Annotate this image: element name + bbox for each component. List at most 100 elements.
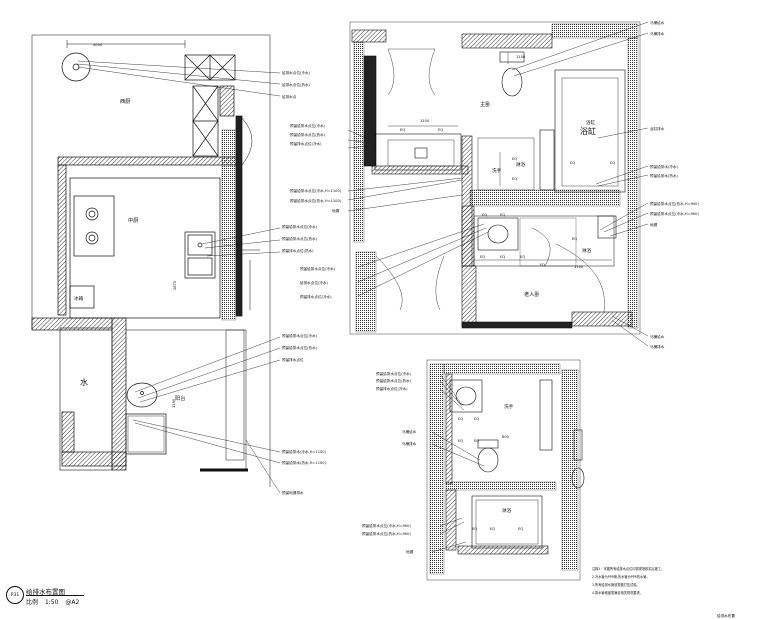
note-line: 4.排水管坡度需满足相关规范要求。 bbox=[592, 591, 643, 595]
right-plan-labels: 主卧 浴缸 浴缸 洗手 淋浴 淋浴 老人卧 1200 EQ EQ 1150 EQ… bbox=[290, 20, 699, 349]
room-bottom-shower: 淋浴 bbox=[502, 507, 512, 514]
title-block: P31 给排水布置图 比例 1:50 @A2 bbox=[6, 586, 116, 612]
dim-d8: EQ bbox=[482, 213, 487, 217]
scale-label: 比例 bbox=[26, 599, 39, 606]
sheet-size: @A2 bbox=[65, 599, 80, 606]
left-plan-labels: 4000 西厨 中厨 冰箱 阳台 水 2870 1250 给排水点位(冷水) 给… bbox=[74, 43, 327, 495]
bdim-d5: 800 bbox=[502, 435, 510, 439]
bottom-plan-leaders bbox=[431, 373, 485, 553]
page-reference: 给排水布置 bbox=[717, 614, 735, 618]
label-b8: 地漏 bbox=[406, 549, 414, 554]
label-basin3: 预留排水点位 bbox=[282, 357, 304, 362]
dim-d11: EQ bbox=[500, 255, 505, 259]
label-e3: 预留排水点位(冷水) bbox=[300, 294, 332, 299]
dim-d5: EQ bbox=[570, 161, 575, 165]
room-balcony: 阳台 bbox=[175, 394, 185, 402]
label-m2: 预留给排水点位(热水,H=1100) bbox=[290, 198, 342, 203]
drawing-title: 给排水布置图 bbox=[26, 588, 65, 596]
left-plan-leaders bbox=[77, 60, 281, 494]
room-bottom-top: 洗手 bbox=[504, 403, 514, 410]
label-b2: 预留给排水点位(热水) bbox=[376, 378, 412, 383]
label-r2: 预留给排水(热水) bbox=[650, 173, 679, 178]
label-wash1: 预留给排水(冷水,H=1100) bbox=[282, 449, 327, 454]
dim-d14: EQ bbox=[572, 237, 577, 241]
drawing-symbol: P31 bbox=[6, 586, 24, 604]
label-sink2: 预留给排水点位(热水) bbox=[282, 236, 318, 241]
label-b5: 马桶排水 bbox=[402, 441, 417, 446]
label-sink1: 预留给排水点位(冷水) bbox=[282, 224, 318, 229]
label-b1: 预留给排水点位(冷水) bbox=[376, 371, 412, 376]
dim-d10: EQ bbox=[480, 255, 485, 259]
dim-d9: EQ bbox=[500, 213, 505, 217]
bdim-d1: EQ bbox=[458, 417, 463, 421]
label-r4: 预留给排水点位(冷水,H=900) bbox=[650, 211, 699, 216]
bdim-d3: EQ bbox=[458, 439, 463, 443]
left-plan bbox=[31, 34, 271, 487]
title-underline bbox=[26, 595, 84, 596]
dim-d3: EQ bbox=[438, 128, 443, 132]
label-br2: 马桶排水 bbox=[650, 344, 665, 349]
note-line: 注释1：本图所有给排水点位均需现场核实后施工。 bbox=[592, 567, 665, 571]
label-b6: 预留给排水点位(冷水,H=900) bbox=[362, 523, 411, 528]
bdim-d7: EQ bbox=[490, 527, 495, 531]
dim-d2: EQ bbox=[400, 128, 405, 132]
room-elder: 老人卧 bbox=[524, 290, 540, 298]
room-kitchen: 中厨 bbox=[128, 216, 138, 224]
room-west-kitchen: 西厨 bbox=[120, 98, 130, 105]
label-r1: 预留给排水(冷水) bbox=[650, 164, 679, 169]
label-tub-drain: 浴缸排水 bbox=[650, 126, 665, 131]
dim-d15: 1100 bbox=[574, 265, 584, 269]
bottom-plan-labels: 洗手 淋浴 EQ EQ EQ EQ 800 EQ EQ EQ 预留给排水点位(冷… bbox=[362, 371, 523, 554]
room-master: 主卧 bbox=[480, 100, 490, 108]
label-b4: 马桶给水 bbox=[402, 429, 417, 434]
notes-block: 注释1：本图所有给排水点位均需现场核实后施工。 2.冷水管为PPR管,热水管为P… bbox=[592, 565, 667, 597]
label-l1: 预留给排水点位(冷水) bbox=[290, 123, 326, 128]
label-r5: 地漏 bbox=[650, 222, 658, 227]
label-top2: 给排水点位(热水) bbox=[282, 82, 311, 87]
dim-d6: EQ bbox=[610, 161, 615, 165]
label-l2: 预留给排水点位(热水) bbox=[290, 132, 326, 137]
label-basin2: 预留给排水点位(热水) bbox=[282, 345, 318, 350]
label-m1: 预留给排水点位(冷水,H=1100) bbox=[290, 188, 342, 193]
label-b3: 预留排水点位(冷水) bbox=[376, 386, 408, 391]
room-tub2: 浴缸 bbox=[580, 126, 596, 136]
label-top1: 给排水点位(冷水) bbox=[282, 70, 311, 75]
left-dim-top: 4000 bbox=[93, 43, 103, 47]
label-m3: 地漏 bbox=[332, 208, 340, 213]
label-e2: 给排水点位(冷水) bbox=[300, 280, 329, 285]
label-br1: 马桶给水 bbox=[650, 334, 665, 339]
room-shower: 淋浴 bbox=[582, 247, 592, 254]
dim-d17: EQ bbox=[512, 177, 517, 181]
room-tub1: 浴缸 bbox=[586, 119, 596, 126]
bdim-d6: EQ bbox=[472, 527, 477, 531]
bdim-d2: EQ bbox=[474, 417, 479, 421]
scale-row: 比例 1:50 @A2 bbox=[26, 597, 84, 606]
dim-d1: 1200 bbox=[420, 119, 430, 123]
label-e1: 预留给排水点位(冷水) bbox=[300, 266, 336, 271]
label-b7: 预留给排水点位(热水,H=900) bbox=[362, 531, 411, 536]
label-top3: 给排水点 bbox=[282, 94, 297, 99]
bdim-d8: EQ bbox=[518, 527, 523, 531]
left-dim-side: 2870 bbox=[173, 280, 177, 290]
label-wash2: 预留给排水(热水,H=1100) bbox=[282, 460, 327, 465]
label-sink3: 预留排水点位(热水) bbox=[282, 248, 314, 253]
right-plan-leaders bbox=[347, 21, 649, 347]
room-bath: 淋浴 bbox=[516, 161, 526, 168]
dim-d16: EQ bbox=[512, 157, 517, 161]
label-tr2: 马桶排水 bbox=[650, 31, 665, 36]
note-line: 3.所有给排水管道需做打压试验。 bbox=[592, 583, 640, 587]
left-dim-balcony: 1250 bbox=[172, 398, 176, 408]
note-line: 2.冷水管为PPR管,热水管为PPR热水管。 bbox=[592, 575, 650, 579]
room-water: 水 bbox=[80, 377, 88, 387]
dim-d12: EQ bbox=[520, 255, 525, 259]
label-basin1: 预留给排水点位(冷水) bbox=[282, 333, 318, 338]
label-floor-drain: 预留地漏排水 bbox=[282, 490, 304, 495]
label-tr1: 马桶给水 bbox=[650, 20, 665, 25]
dim-d13: EQ bbox=[540, 263, 545, 267]
label-l3: 预留排水点位(冷水) bbox=[290, 141, 322, 146]
bottom-plan bbox=[426, 359, 585, 581]
dim-d4: 1150 bbox=[516, 55, 526, 59]
label-r3: 预留给排水点位(热水,H=900) bbox=[650, 201, 699, 206]
right-plan bbox=[349, 21, 641, 335]
